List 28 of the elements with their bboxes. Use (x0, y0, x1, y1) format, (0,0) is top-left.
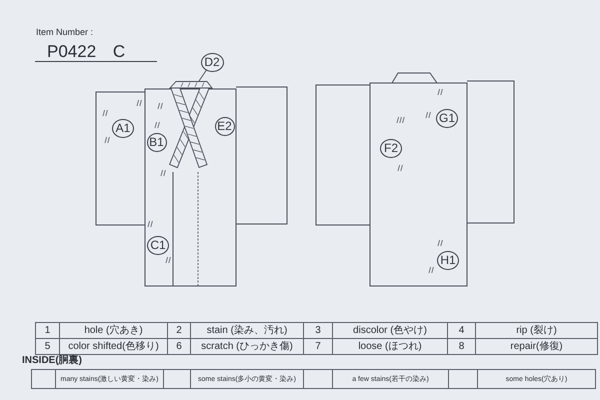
code-number: 2 (168, 322, 190, 338)
damage-type: discolor (色やけ) (332, 322, 448, 338)
circled-code: F2 (380, 138, 402, 158)
circled-code: H1 (437, 250, 459, 270)
damage-type: color shifted(色移り) (60, 338, 168, 354)
code-number: 7 (304, 338, 332, 354)
damage-type: hole (穴あき) (60, 322, 168, 338)
circled-code: E2 (214, 116, 234, 136)
circled-code: D2 (200, 52, 224, 72)
circled-code: C1 (147, 236, 169, 254)
section-heading: INSIDE(胴裏) (22, 355, 82, 367)
item-number-field: P0422 C (35, 42, 157, 62)
code-number: 1 (36, 322, 60, 338)
code-number: 4 (448, 322, 476, 338)
field-label: Item Number : (36, 27, 94, 38)
damage-type: loose (ほつれ) (332, 338, 448, 354)
code-number: 8 (448, 338, 476, 354)
code-number: 3 (304, 322, 332, 338)
damage-type: stain (染み、汚れ) (190, 322, 304, 338)
code-number: 5 (36, 338, 60, 354)
damage-type: rip (裂け) (476, 322, 598, 338)
damage-type: repair(修復) (476, 338, 598, 354)
circled-code: B1 (146, 132, 166, 152)
code-number: 6 (168, 338, 190, 354)
circled-code: A1 (112, 118, 134, 138)
damage-type: scratch (ひっかき傷) (190, 338, 304, 354)
leader-line (198, 70, 207, 82)
circled-code: G1 (436, 108, 458, 128)
